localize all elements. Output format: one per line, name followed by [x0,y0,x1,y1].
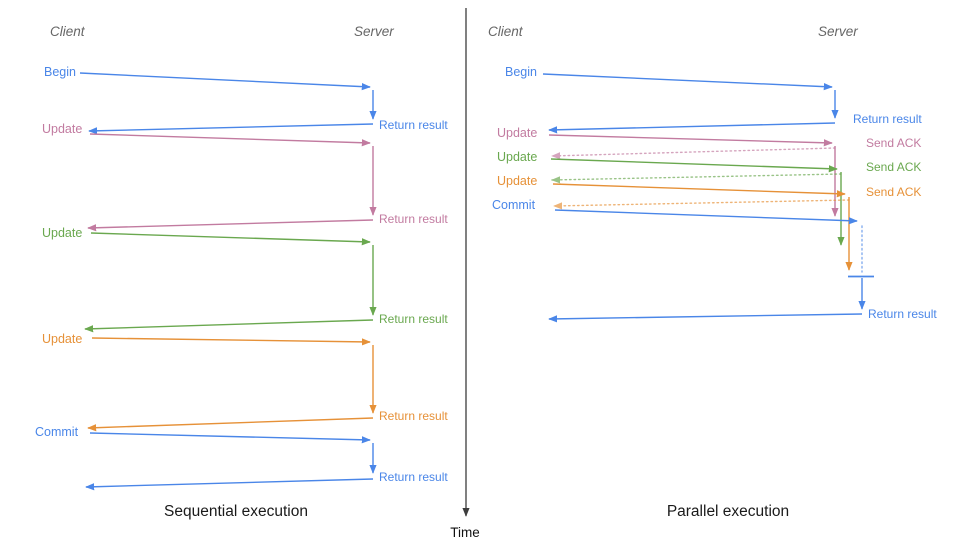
request-label-update1-left: Update [42,122,82,136]
update3-request-arrow-right [552,183,846,198]
request-label-update3-right: Update [497,174,537,188]
time-axis: Time [450,8,480,540]
time-axis-label: Time [450,525,480,540]
client-header-left: Client [50,24,86,39]
commit-request-arrow-right [554,209,858,225]
commit-response-arrow-right [548,313,863,323]
begin-response-arrow-right [548,122,836,134]
panel-title-sequential: Sequential execution [164,503,308,520]
response-label-begin-left: Return result [379,118,448,132]
response-label-commit-right: Return result [868,307,937,321]
update1-response-arrow-left [87,219,374,232]
update2-request-arrow-right [550,158,838,173]
request-label-commit-right: Commit [492,198,536,212]
response-label-update1-left: Return result [379,212,448,226]
ack-label-update3-right: Send ACK [866,185,921,199]
response-label-begin-right: Return result [853,112,922,126]
update1-request-arrow-left [89,133,371,147]
server-header-left: Server [354,24,394,39]
request-label-update3-left: Update [42,332,82,346]
commit-response-arrow-left [85,478,374,491]
request-label-begin-right: Begin [505,65,537,79]
ack-label-update1-right: Send ACK [866,136,921,150]
request-label-begin-left: Begin [44,65,76,79]
update2-ack-dotted-arrow-right [551,173,842,184]
parallel-panel: Client Server Begin Return result Update… [488,24,937,520]
update1-ack-dotted-arrow-right [551,147,836,160]
request-label-update1-right: Update [497,126,537,140]
update2-response-arrow-left [84,319,374,333]
begin-request-arrow-right [542,73,833,91]
commit-request-arrow-left [89,432,371,444]
update2-request-arrow-left [90,232,371,246]
response-label-commit-left: Return result [379,470,448,484]
sequential-panel: Client Server Begin Return result Update… [35,24,448,520]
panel-title-parallel: Parallel execution [667,503,789,520]
begin-response-arrow-left [88,123,374,135]
update1-request-arrow-right [548,134,833,147]
response-label-update2-left: Return result [379,312,448,326]
client-header-right: Client [488,24,524,39]
update3-ack-dotted-arrow-right [553,199,850,210]
response-label-update3-left: Return result [379,409,448,423]
update3-response-arrow-left [87,417,374,432]
begin-request-arrow-left [79,72,371,91]
request-label-commit-left: Commit [35,425,79,439]
update3-request-arrow-left [91,337,371,346]
server-header-right: Server [818,24,858,39]
request-label-update2-left: Update [42,226,82,240]
ack-label-update2-right: Send ACK [866,160,921,174]
request-label-update2-right: Update [497,150,537,164]
